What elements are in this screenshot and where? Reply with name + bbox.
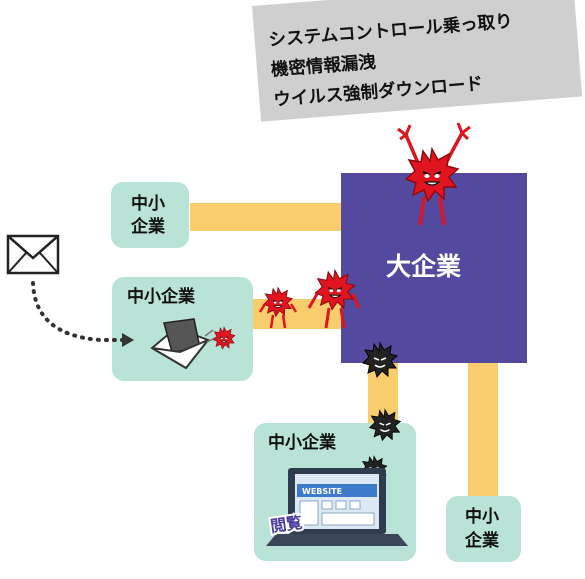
connector-bottomright	[468, 360, 498, 498]
connector-topleft	[190, 203, 342, 231]
opened-mail-icon	[150, 318, 216, 370]
black-virus-1-icon	[362, 342, 398, 378]
small-company-mail-label: 中小企業	[127, 287, 195, 307]
black-virus-2-icon	[368, 408, 402, 442]
email-path-arrow	[31, 281, 134, 347]
laptop-icon	[266, 468, 408, 546]
small-company-top-left	[111, 182, 189, 248]
big-attacking-virus-icon	[397, 122, 471, 226]
email-envelope-icon	[6, 234, 60, 275]
small-company-web-label: 中小企業	[268, 433, 336, 453]
small-company-bottom-right-label-2: 企業	[465, 531, 499, 551]
walking-virus-large-icon	[307, 269, 361, 329]
small-company-top-left-label-2: 企業	[131, 217, 165, 237]
walking-virus-small-icon	[260, 288, 296, 328]
small-company-bottom-right	[446, 496, 521, 562]
big-company-box	[341, 173, 527, 363]
big-company-label: 大企業	[386, 252, 462, 281]
small-company-top-left-label-1: 中小	[131, 194, 165, 214]
virus-in-mail-icon	[212, 326, 236, 350]
small-company-bottom-right-label-1: 中小	[465, 507, 499, 527]
website-label: WEBSITE	[302, 487, 342, 496]
